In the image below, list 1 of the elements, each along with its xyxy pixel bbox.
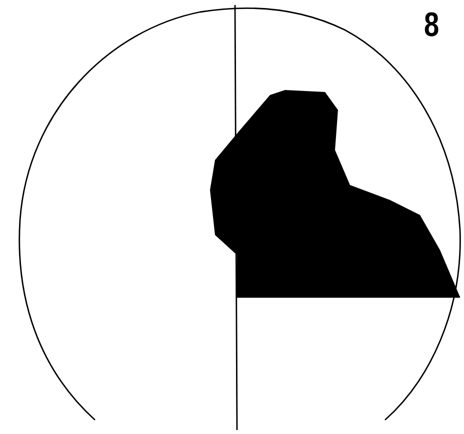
figure-number: 8 xyxy=(424,8,440,42)
